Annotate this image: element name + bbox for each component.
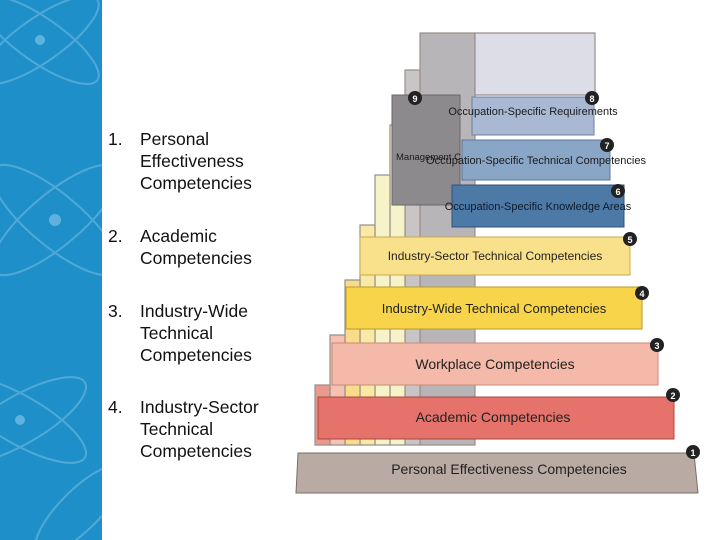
tier-label: Workplace Competencies: [415, 356, 574, 372]
atom-pattern-icon: [0, 0, 102, 540]
list-item-text: Industry-Wide Technical Competencies: [140, 301, 252, 365]
pyramid-tier-1: [295, 452, 699, 494]
tier-number-badge: [611, 184, 625, 198]
tier-number-badge: [635, 286, 649, 300]
tier-label: Occupation-Specific Knowledge Areas: [445, 201, 632, 213]
tier-label: Industry-Sector Technical Competencies: [388, 249, 603, 263]
tier-number: 5: [627, 235, 632, 245]
competency-pyramid-diagram: Management Competencies 9 Occupation-Spe…: [295, 32, 700, 494]
list-item-text: Academic Competencies: [140, 226, 252, 268]
tier-number: 1: [690, 448, 695, 458]
list-item-number: 1.: [108, 129, 123, 149]
list-item-number: 4.: [108, 397, 123, 417]
pyramid-tier-3: [331, 342, 659, 386]
tier-number: 3: [654, 341, 659, 351]
tier-number-badge: [600, 138, 614, 152]
tier-label: Management Competencies: [396, 152, 515, 163]
tier-number-badge: [623, 232, 637, 246]
tier-label: Occupation-Specific Requirements: [448, 106, 618, 118]
tier-number: 4: [639, 289, 644, 299]
tier-number-badge: [408, 91, 422, 105]
list-item-text: Industry-Sector Technical Competencies: [140, 397, 259, 461]
tier-number: 9: [412, 94, 417, 104]
pyramid-tier-7: [461, 139, 611, 181]
decorative-sidebar: [0, 0, 102, 540]
pyramid-tier-5: [359, 236, 631, 276]
tier-label: Personal Effectiveness Competencies: [391, 461, 627, 477]
pyramid-tier-8: [471, 96, 595, 136]
tier-number-badge: [666, 388, 680, 402]
list-item-number: 2.: [108, 226, 123, 246]
pyramid-tier-6: [451, 184, 625, 228]
pyramid-tier-2: [317, 396, 675, 440]
tier-label: Occupation-Specific Technical Competenci…: [426, 155, 646, 167]
list-item-text: Personal Effectiveness Competencies: [140, 129, 252, 193]
tier-number: 7: [604, 141, 609, 151]
tier-number: 2: [670, 391, 675, 401]
tier-label: Academic Competencies: [416, 409, 571, 425]
pyramid-tier-9: [391, 94, 461, 206]
tier-number-badge: [585, 91, 599, 105]
list-item-number: 3.: [108, 301, 123, 321]
tier-number-badge: [686, 445, 700, 459]
tier-number: 6: [615, 187, 620, 197]
pyramid-tier-4: [345, 286, 643, 330]
tier-number-badge: [650, 338, 664, 352]
tier-label: Industry-Wide Technical Competencies: [382, 301, 607, 316]
tier-number: 8: [589, 94, 594, 104]
